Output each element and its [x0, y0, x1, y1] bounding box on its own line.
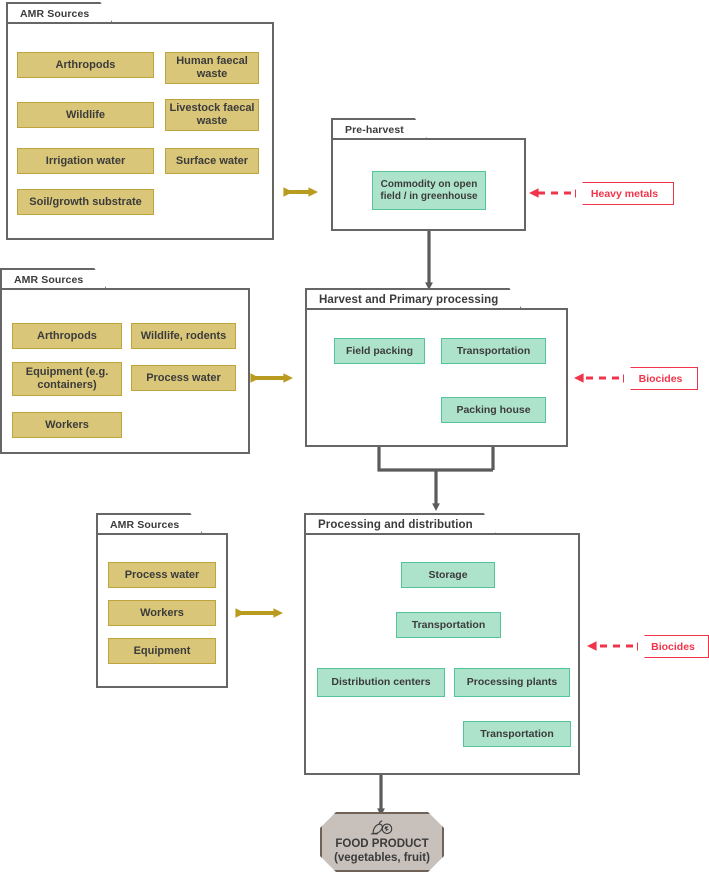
amr-item-arthropods-preharvest[interactable]: Arthropods	[17, 52, 154, 78]
amr-item-process-water-harvest[interactable]: Process water	[131, 365, 236, 391]
food-product-line2: (vegetables, fruit)	[334, 852, 430, 864]
amr-item-arthropods-harvest[interactable]: Arthropods	[12, 323, 122, 349]
amr-item-livestock-faecal-waste[interactable]: Livestock faecal waste	[165, 99, 259, 131]
amr-exchange-arrows	[235, 187, 319, 618]
process-node-transportation-distribution[interactable]: Transportation	[396, 612, 501, 638]
process-node-processing-plants[interactable]: Processing plants	[454, 668, 570, 697]
stage-tab-label-processing: Processing and distribution	[304, 513, 497, 535]
process-node-packing-house[interactable]: Packing house	[441, 397, 546, 423]
amr-item-equipment-processing[interactable]: Equipment	[108, 638, 216, 664]
group-tab-label: AMR Sources	[0, 268, 107, 290]
hazard-biocides-harvest[interactable]: Biocides	[623, 367, 698, 390]
food-product-terminal[interactable]: FOOD PRODUCT (vegetables, fruit)	[320, 812, 444, 872]
process-node-field-packing[interactable]: Field packing	[334, 338, 425, 364]
process-node-storage[interactable]: Storage	[401, 562, 495, 588]
amr-item-process-water-processing[interactable]: Process water	[108, 562, 216, 588]
amr-item-equipment-containers[interactable]: Equipment (e.g. containers)	[12, 362, 122, 396]
amr-item-workers-harvest[interactable]: Workers	[12, 412, 122, 438]
stage-tab-label-preharvest: Pre-harvest	[331, 118, 428, 140]
amr-item-workers-processing[interactable]: Workers	[108, 600, 216, 626]
amr-item-human-faecal-waste[interactable]: Human faecal waste	[165, 52, 259, 84]
amr-item-soil-growth-substrate[interactable]: Soil/growth substrate	[17, 189, 154, 215]
group-tab-label: AMR Sources	[6, 2, 113, 24]
hazard-heavy-metals[interactable]: Heavy metals	[575, 182, 674, 205]
amr-item-wildlife[interactable]: Wildlife	[17, 102, 154, 128]
amr-item-surface-water[interactable]: Surface water	[165, 148, 259, 174]
fruit-vegetable-icon	[369, 819, 395, 836]
stage-body-harvest	[305, 308, 568, 447]
amr-item-wildlife-rodents[interactable]: Wildlife, rodents	[131, 323, 236, 349]
stage-harvest: Harvest and Primary processing	[305, 288, 568, 447]
hazard-biocides-processing[interactable]: Biocides	[637, 635, 709, 658]
food-product-line1: FOOD PRODUCT	[335, 837, 429, 850]
process-node-transportation-final[interactable]: Transportation	[463, 721, 571, 747]
group-tab-label: AMR Sources	[96, 513, 203, 535]
amr-item-irrigation-water[interactable]: Irrigation water	[17, 148, 154, 174]
process-node-distribution-centers[interactable]: Distribution centers	[317, 668, 445, 697]
stage-tab-label-harvest: Harvest and Primary processing	[305, 288, 522, 310]
process-node-transportation-harvest[interactable]: Transportation	[441, 338, 546, 364]
process-node-commodity-open-field[interactable]: Commodity on open field / in greenhouse	[372, 171, 486, 210]
